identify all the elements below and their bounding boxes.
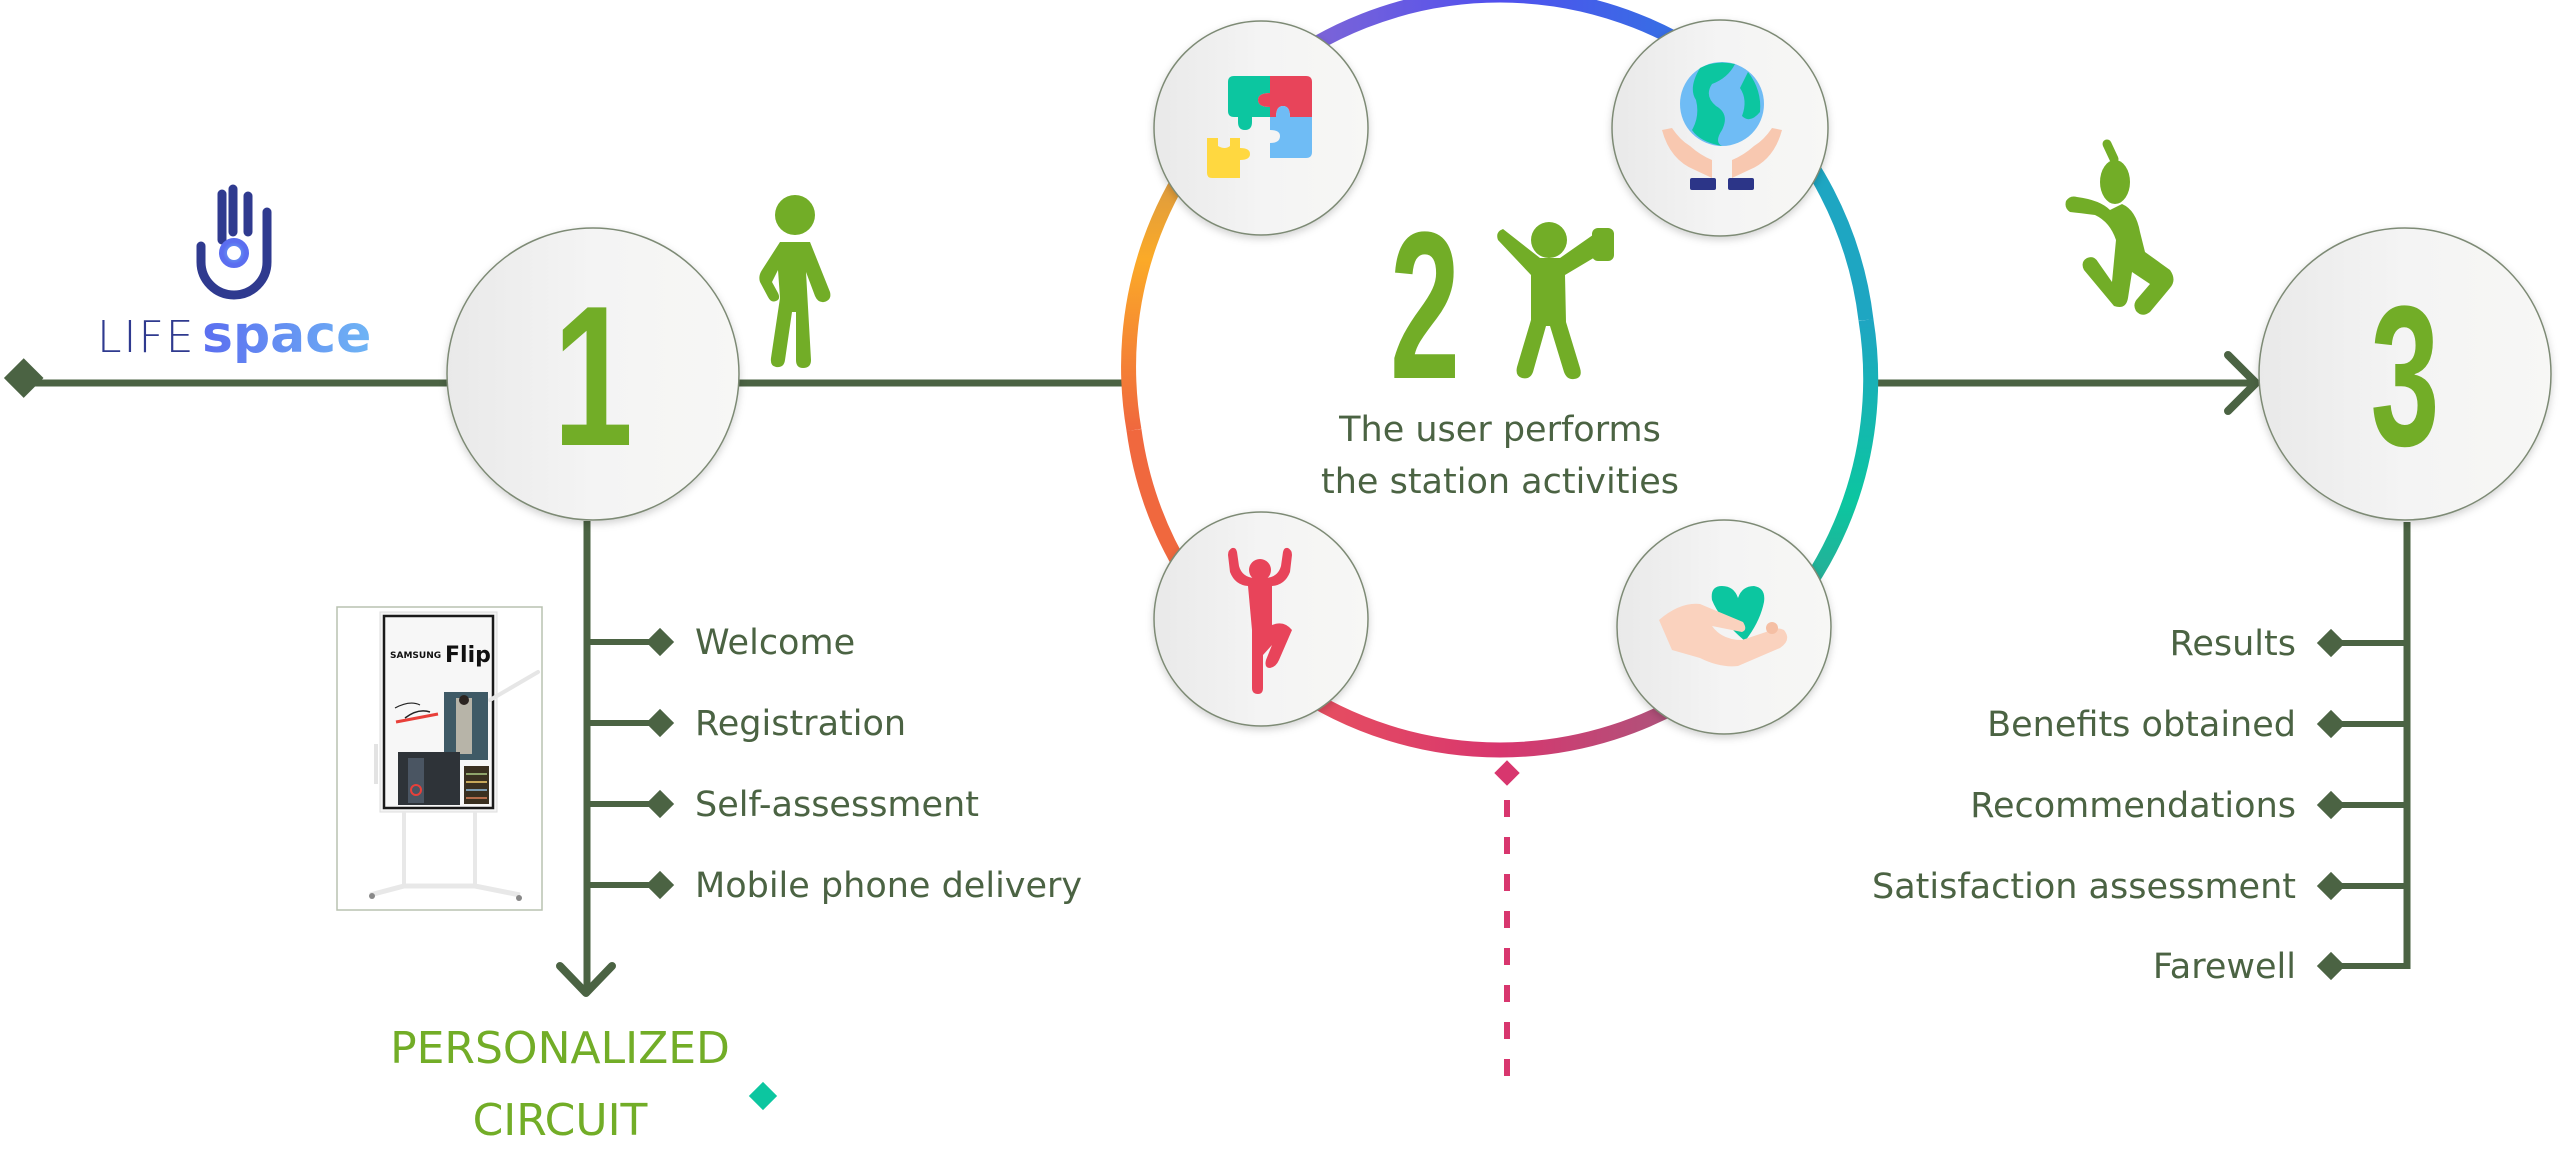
step-1-item-mobile-delivery: Mobile phone delivery (695, 866, 1082, 906)
bullet-diamond-icon (2316, 871, 2346, 901)
bullet-diamond-icon (2316, 951, 2346, 981)
output-label-line-2: CIRCUIT (473, 1095, 648, 1146)
bullet-diamond-icon (2316, 790, 2346, 820)
step-1-number: 1 (553, 264, 633, 488)
step-3: 3 Results Benefits obtained Recommendati… (1872, 139, 2552, 987)
puzzle-pieces-icon (1207, 76, 1312, 178)
step-3-item-benefits: Benefits obtained (1987, 705, 2296, 745)
arrow-to-step-3-icon (2224, 351, 2260, 415)
list-item: Recommendations (1970, 786, 2407, 826)
list-item: Satisfaction assessment (1872, 867, 2407, 907)
step-2-description: The user performs the station activities (1321, 410, 1679, 502)
station-globe[interactable] (1611, 19, 1829, 237)
station-yoga[interactable] (1153, 511, 1369, 727)
personalized-circuit-label: PERSONALIZED CIRCUIT (390, 1023, 730, 1146)
list-item: Mobile phone delivery (587, 866, 1082, 906)
station-puzzle[interactable] (1153, 20, 1369, 236)
step-3-item-recommendations: Recommendations (1970, 786, 2296, 826)
list-item: Registration (587, 704, 906, 744)
list-item: Benefits obtained (1987, 705, 2407, 745)
station-heart[interactable] (1616, 519, 1832, 735)
arrow-down-icon (556, 962, 616, 997)
step-3-item-results: Results (2170, 624, 2296, 664)
description-line-1: The user performs (1338, 410, 1661, 450)
samsung-flip-display-image: SAMSUNG Flip (336, 606, 543, 911)
step-1-item-self-assessment: Self-assessment (695, 785, 979, 825)
list-item: Results (2170, 624, 2407, 664)
step-3-circle (2258, 227, 2552, 521)
return-end-diamond-icon (748, 1081, 778, 1111)
list-item: Self-assessment (587, 785, 979, 825)
hand-logo-icon (196, 184, 272, 300)
person-lifting-weight-icon (1497, 222, 1614, 380)
step-2: 2 The user performs the station activiti… (748, 0, 1879, 1111)
standing-person-icon (759, 195, 831, 368)
hands-holding-globe-icon (1662, 62, 1782, 190)
logo-word-life: LIFE (97, 312, 196, 363)
logo-word-space: space (202, 305, 371, 365)
step-3-item-farewell: Farewell (2153, 947, 2296, 987)
start-diamond-icon (3, 358, 44, 398)
step-3-item-satisfaction: Satisfaction assessment (1872, 867, 2296, 907)
list-item: Farewell (2153, 947, 2407, 987)
output-label-line-1: PERSONALIZED (390, 1023, 730, 1074)
yoga-tree-pose-icon (1228, 547, 1292, 694)
list-item: Welcome (587, 623, 855, 663)
step-1-item-registration: Registration (695, 704, 906, 744)
bullet-diamond-icon (2316, 628, 2346, 658)
flip-product-text: Flip (445, 643, 491, 668)
hand-holding-heart-icon (1659, 586, 1788, 667)
step-2-number: 2 (1390, 188, 1460, 423)
flip-brand-text: SAMSUNG (390, 651, 441, 661)
step-1-items: Welcome Registration Self-assessment Mob… (587, 623, 1082, 906)
jumping-person-icon (2065, 139, 2174, 315)
description-line-2: the station activities (1321, 462, 1679, 502)
bullet-diamond-icon (645, 789, 675, 819)
step-1: 1 Welcome Registration Self-assessment (336, 195, 1082, 1146)
step-1-circle (446, 227, 740, 521)
return-start-diamond-icon (1494, 760, 1520, 786)
bullet-diamond-icon (645, 708, 675, 738)
step-3-number: 3 (2371, 265, 2440, 489)
step-1-item-welcome: Welcome (695, 623, 855, 663)
bullet-diamond-icon (2316, 709, 2346, 739)
lifespace-logo: LIFE space (97, 184, 371, 365)
bullet-diamond-icon (645, 627, 675, 657)
bullet-diamond-icon (645, 870, 675, 900)
step-3-items: Results Benefits obtained Recommendation… (1872, 624, 2407, 987)
